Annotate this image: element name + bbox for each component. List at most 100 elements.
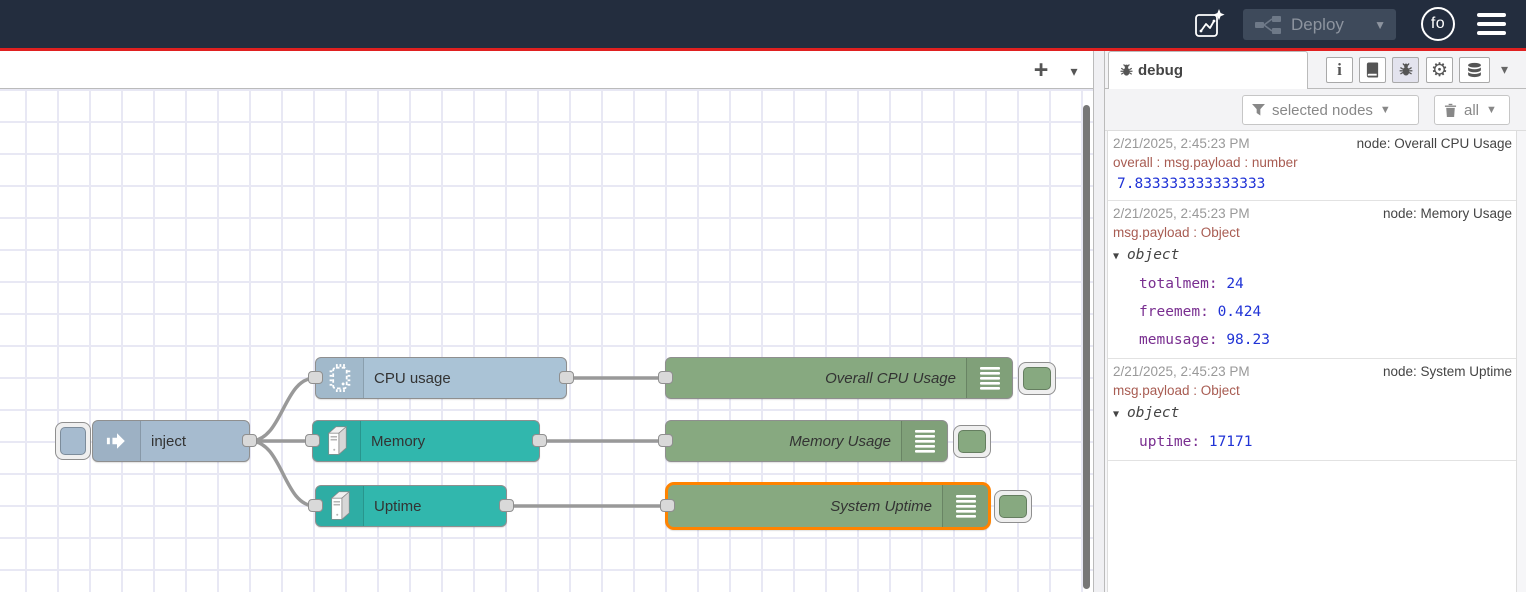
tab-debug[interactable]: debug	[1108, 51, 1308, 89]
collapse-caret-icon[interactable]: ▼	[1113, 251, 1120, 262]
collapse-caret-icon[interactable]: ▼	[1113, 409, 1120, 420]
debug-input-port[interactable]	[658, 434, 673, 447]
deploy-label: Deploy	[1291, 14, 1344, 34]
debug-filter-toolbar: selected nodes ▼ all ▼	[1105, 89, 1526, 131]
wire-inject-cpu[interactable]	[248, 376, 317, 443]
clear-label: all	[1464, 101, 1480, 119]
inject-trigger-button[interactable]	[55, 422, 91, 460]
object-tree-root: ▼ object	[1113, 242, 1512, 270]
debug-toggle-inner	[999, 495, 1027, 518]
debug-toggle-inner	[958, 430, 986, 453]
object-tree-root: ▼object	[1113, 400, 1512, 428]
node-label: Overall CPU Usage	[825, 369, 956, 387]
sidebar-debug-button[interactable]	[1392, 57, 1419, 83]
tab-label: debug	[1138, 62, 1183, 79]
debug-property-path: msg.payload : Object	[1113, 225, 1240, 240]
main-menu-button[interactable]	[1477, 13, 1506, 35]
clear-all-button[interactable]: all ▼	[1434, 95, 1510, 125]
bug-icon	[1399, 63, 1412, 76]
object-entry: memusage: 98.23	[1113, 326, 1512, 354]
inject-trigger-inner	[60, 427, 86, 455]
deploy-button[interactable]: Deploy ▼	[1243, 9, 1396, 40]
sidebar-info-button[interactable]: i	[1326, 57, 1353, 83]
debug-input-port[interactable]	[660, 499, 675, 512]
node-memory[interactable]: Memory	[305, 420, 547, 462]
debug-property-path: msg.payload : Object	[1113, 383, 1240, 398]
debug-message[interactable]: node: Memory Usage 2/21/2025, 2:45:23 PM…	[1108, 201, 1516, 359]
object-value: 98.23	[1226, 332, 1270, 348]
node-debug-overall-cpu[interactable]: Overall CPU Usage	[658, 357, 1013, 399]
workspace-tab-bar: + ▾	[0, 51, 1093, 89]
deploy-icon	[1255, 15, 1281, 35]
debug-console-icon	[901, 421, 947, 461]
hamburger-bar	[1477, 31, 1506, 35]
sidebar-options-caret[interactable]: ▾	[1501, 61, 1509, 77]
sidebar-resize-gutter[interactable]	[1093, 51, 1105, 592]
debug-input-port[interactable]	[658, 371, 673, 384]
flow-assistant-icon[interactable]	[1192, 8, 1226, 40]
object-value: 0.424	[1217, 304, 1262, 320]
sidebar-config-button[interactable]: ⚙	[1426, 57, 1453, 83]
object-entry: uptime: 17171	[1113, 428, 1512, 456]
debug-message[interactable]: node: Overall CPU Usage 2/21/2025, 2:45:…	[1108, 131, 1516, 201]
debug-property-path: overall : msg.payload : number	[1113, 155, 1298, 170]
object-entry: freemem: 0.424	[1113, 298, 1512, 326]
filter-label: selected nodes	[1272, 101, 1373, 119]
memory-input-port[interactable]	[305, 434, 320, 447]
debug-message-list: node: Overall CPU Usage 2/21/2025, 2:45:…	[1107, 131, 1517, 592]
user-avatar[interactable]: fo	[1421, 7, 1455, 41]
node-debug-memory[interactable]: Memory Usage	[658, 420, 948, 462]
wire-inject-uptime[interactable]	[248, 439, 317, 508]
debug-timestamp: 2/21/2025, 2:45:23 PM	[1113, 364, 1250, 379]
gear-icon: ⚙	[1430, 59, 1449, 81]
debug-timestamp: 2/21/2025, 2:45:23 PM	[1113, 206, 1250, 221]
add-flow-button[interactable]: +	[1026, 55, 1056, 85]
uptime-input-port[interactable]	[308, 499, 323, 512]
debug-timestamp: 2/21/2025, 2:45:23 PM	[1113, 136, 1250, 151]
plus-icon: +	[1033, 55, 1049, 84]
sidebar-context-button[interactable]	[1459, 57, 1490, 83]
hamburger-bar	[1477, 13, 1506, 17]
debug-number-value: 7.833333333333333	[1117, 176, 1266, 192]
debug-toggle-memory[interactable]	[953, 425, 991, 458]
node-label: Memory	[371, 432, 426, 450]
debug-toggle-overall-cpu[interactable]	[1018, 362, 1056, 395]
object-key: uptime:	[1139, 434, 1201, 450]
debug-toggle-uptime[interactable]	[994, 490, 1032, 523]
node-debug-uptime-selected[interactable]: System Uptime	[660, 482, 991, 530]
header-bar: Deploy ▼ fo	[0, 0, 1526, 48]
node-cpu-usage[interactable]: CPU usage	[308, 357, 574, 399]
inject-output-port[interactable]	[242, 434, 257, 447]
sidebar-tab-bar: debug i	[1105, 51, 1526, 89]
flow-canvas: + ▾ inject	[0, 51, 1093, 592]
node-uptime[interactable]: Uptime	[308, 485, 514, 527]
deploy-options-caret[interactable]: ▼	[1374, 17, 1386, 32]
node-inject[interactable]: inject	[92, 420, 257, 462]
sidebar-help-button[interactable]	[1359, 57, 1386, 83]
object-type-label: object	[1127, 247, 1180, 263]
cpu-input-port[interactable]	[308, 371, 323, 384]
debug-console-icon	[942, 485, 988, 527]
node-label: Uptime	[374, 497, 422, 515]
book-icon	[1366, 62, 1379, 78]
memory-output-port[interactable]	[532, 434, 547, 447]
debug-message-meta: node: Overall CPU Usage 2/21/2025, 2:45:…	[1113, 134, 1512, 153]
debug-message[interactable]: node: System Uptime 2/21/2025, 2:45:23 P…	[1108, 359, 1516, 461]
object-entry: totalmem: 24	[1113, 270, 1512, 298]
node-label: Memory Usage	[789, 432, 891, 450]
canvas-vertical-scrollbar[interactable]	[1083, 105, 1090, 589]
avatar-initials: fo	[1430, 15, 1446, 32]
chevron-down-icon: ▼	[1379, 104, 1391, 116]
debug-toggle-inner	[1023, 367, 1051, 390]
object-key: memusage:	[1139, 332, 1218, 348]
node-label: System Uptime	[830, 497, 932, 515]
info-icon: i	[1337, 60, 1342, 79]
filter-selected-nodes-button[interactable]: selected nodes ▼	[1242, 95, 1419, 125]
node-label: inject	[151, 432, 187, 450]
cpu-output-port[interactable]	[559, 371, 574, 384]
wires-layer	[248, 376, 670, 508]
debug-console-icon	[966, 358, 1012, 398]
flow-list-caret[interactable]: ▾	[1070, 62, 1078, 79]
uptime-output-port[interactable]	[499, 499, 514, 512]
computer-tower-icon	[313, 421, 361, 461]
